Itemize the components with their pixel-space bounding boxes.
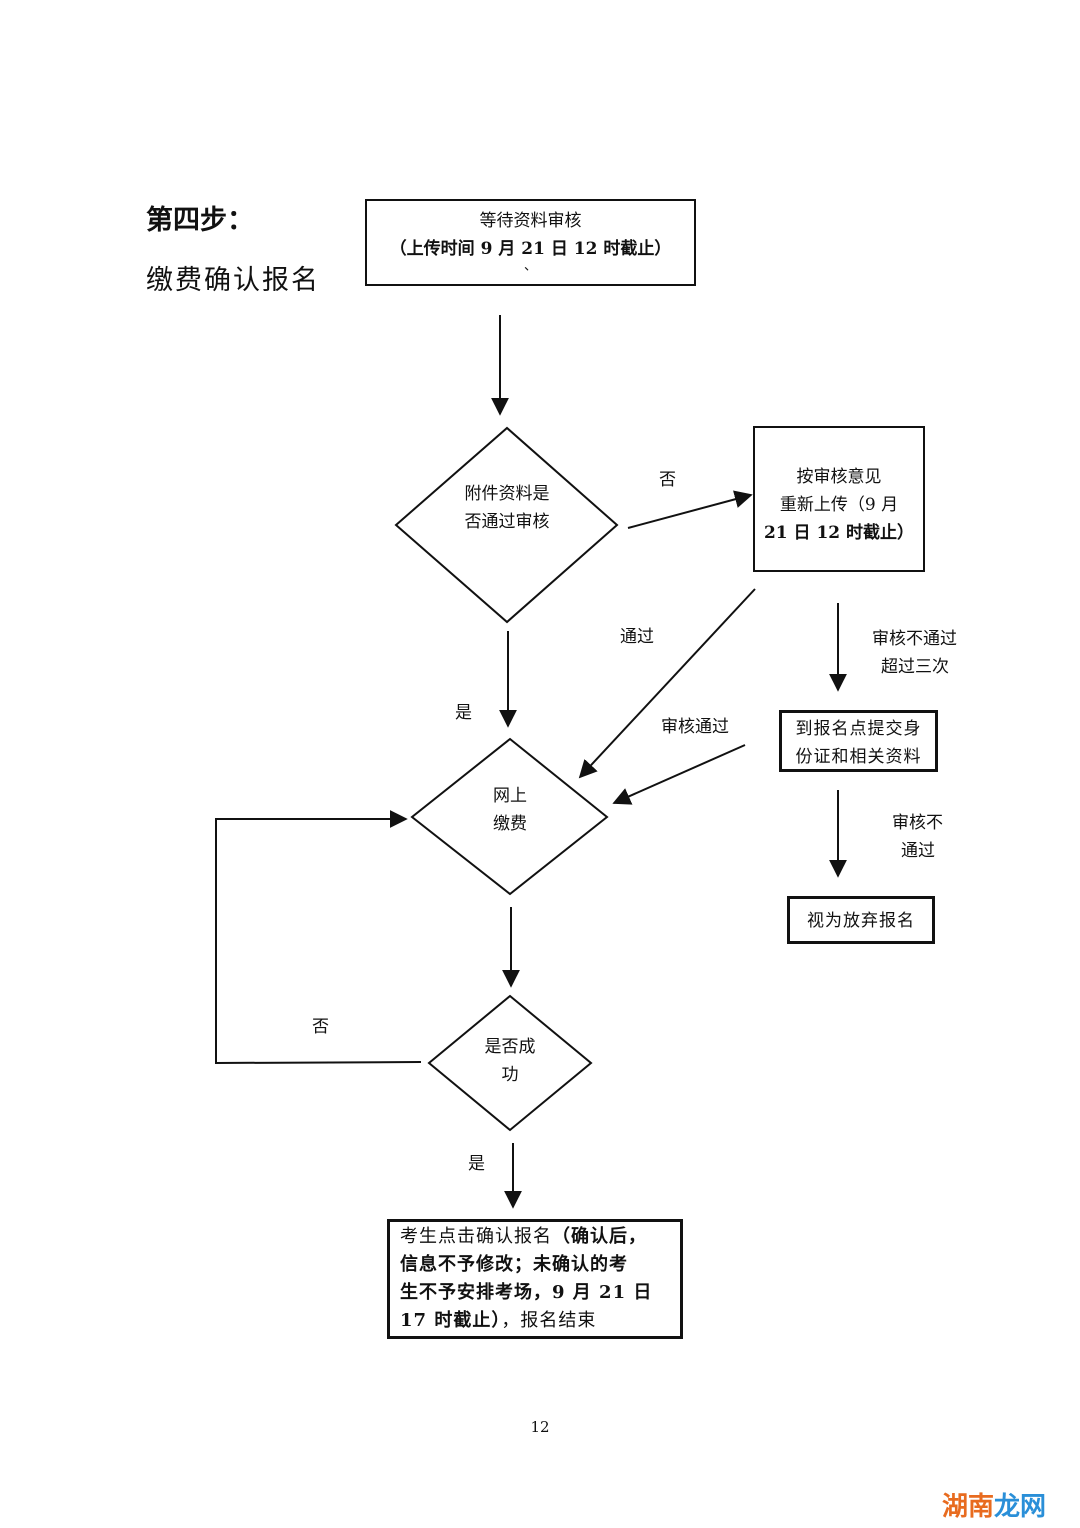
decision-success (427, 994, 593, 1132)
node-confirm-line4: 17 时截止），报名结束 (400, 1307, 596, 1335)
node-confirm-line1: 考生点击确认报名（确认后， (400, 1223, 647, 1251)
edge-label-yes-pay: 是 (455, 703, 472, 723)
decision-attach-pass-line1: 附件资料是 (464, 484, 550, 504)
edge-label-no-retry: 否 (312, 1017, 329, 1037)
arrow-attach-to-reupload (627, 490, 753, 529)
page-number: 12 (530, 1418, 550, 1436)
decision-pay-online-line2: 缴费 (493, 814, 527, 834)
watermark-part2: 龙网 (993, 1492, 1046, 1522)
edge-label-yes-confirm: 是 (468, 1154, 485, 1174)
node-confirm: 考生点击确认报名（确认后， 信息不予修改；未确认的考 生不予安排考场，9 月 2… (387, 1219, 683, 1339)
node-wait-review-line3: 、 (523, 259, 537, 274)
node-abandon-line1: 视为放弃报名 (807, 911, 915, 931)
node-submit-id-line2: 份证和相关资料 (795, 747, 922, 767)
watermark-part1: 湖南 (941, 1492, 994, 1522)
edge-label-pass-reupload: 通过 (620, 627, 654, 647)
node-confirm-line3: 生不予安排考场，9 月 21 日 (400, 1282, 653, 1303)
node-confirm-line1b: （确认后， (552, 1226, 647, 1247)
arrow-submit-to-pay (612, 744, 746, 805)
edge-label-no-reupload: 否 (659, 470, 676, 490)
edge-label-fail-abandon-line1: 审核不 (892, 813, 943, 833)
node-reupload: 按审核意见 重新上传（9 月 21 日 12 时截止） (753, 426, 925, 572)
node-submit-id-line1: 到报名点提交身 (795, 719, 922, 739)
decision-attach-pass (394, 426, 619, 624)
node-submit-id: 到报名点提交身 份证和相关资料 (779, 710, 938, 772)
edge-label-fail-three-line1: 审核不通过 (872, 629, 957, 649)
edge-label-review-pass: 审核通过 (661, 717, 729, 737)
watermark-logo: 湖南龙网 (942, 1486, 1046, 1523)
node-reupload-line2: 重新上传（9 月 (779, 495, 899, 515)
node-confirm-line2: 信息不予修改；未确认的考 (400, 1254, 628, 1275)
edge-label-fail-abandon-line2: 通过 (901, 841, 935, 861)
node-wait-review-line1: 等待资料审核 (479, 211, 582, 231)
decision-success-line1: 是否成 (484, 1037, 536, 1057)
node-reupload-line1: 按审核意见 (796, 467, 882, 487)
step-title: 缴费确认报名 (146, 265, 320, 296)
node-confirm-line4b: ，报名结束 (501, 1310, 597, 1331)
decision-success-line2: 功 (501, 1065, 519, 1085)
node-confirm-line4a: 17 时截止） (400, 1310, 502, 1331)
node-wait-review-line2: （上传时间 9 月 21 日 12 时截止） (389, 239, 672, 259)
node-abandon: 视为放弃报名 (787, 896, 935, 944)
node-confirm-line1a: 考生点击确认报名 (400, 1226, 552, 1247)
edge-label-fail-three-line2: 超过三次 (881, 657, 949, 677)
node-reupload-line3: 21 日 12 时截止） (763, 523, 915, 543)
decision-pay-online (410, 737, 609, 896)
arrow-reupload-to-pay (578, 588, 756, 779)
step-label: 第四步： (146, 205, 254, 236)
node-wait-review: 等待资料审核 （上传时间 9 月 21 日 12 时截止） 、 (365, 199, 696, 286)
decision-attach-pass-line2: 否通过审核 (464, 512, 550, 532)
arrow-success-retry (215, 810, 422, 1065)
decision-pay-online-line1: 网上 (493, 786, 527, 806)
